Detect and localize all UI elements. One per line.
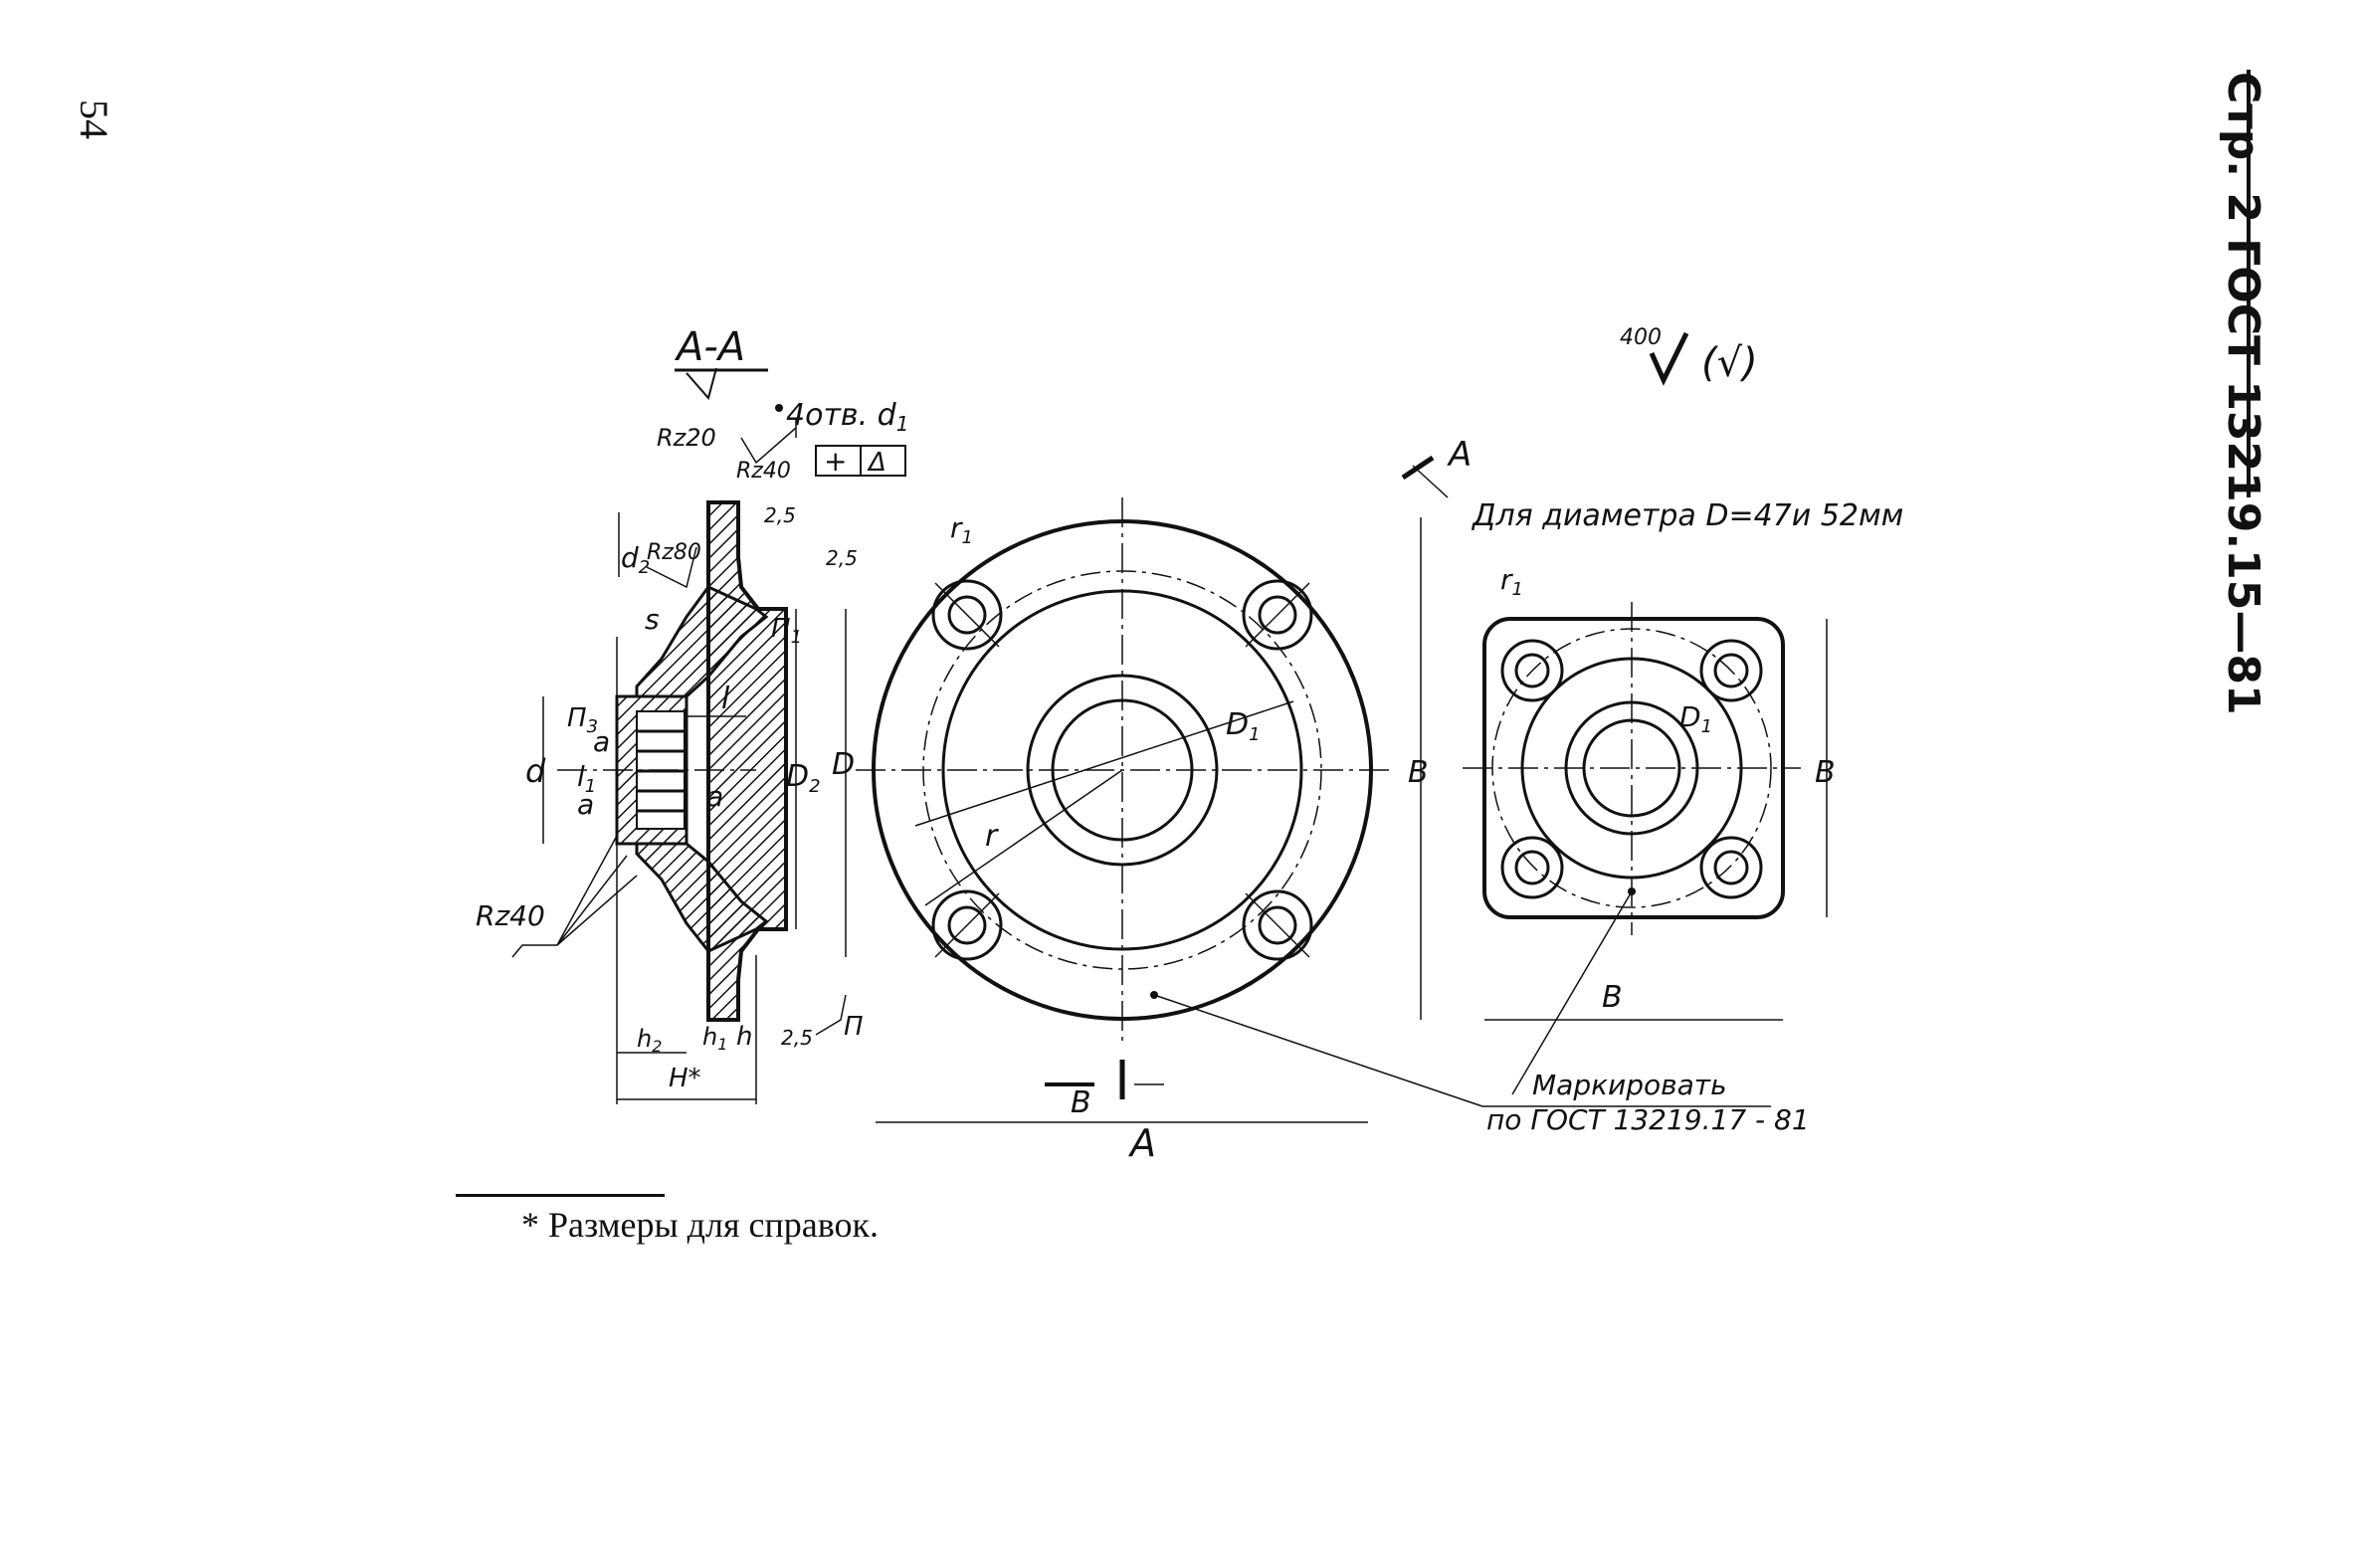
dim-h: h	[736, 1022, 752, 1052]
surface-finish-check-icon	[1649, 331, 1689, 386]
header-rule	[2247, 70, 2251, 497]
tol-frame-delta: Δ	[867, 448, 886, 478]
section-mark-A: А	[1447, 435, 1472, 475]
round-r1: r1	[950, 511, 973, 548]
holes-note-dot	[775, 404, 783, 412]
dim-D: D	[832, 747, 855, 782]
marking-note-line2: по ГОСТ 13219.17 - 81	[1486, 1103, 1810, 1136]
holes-note: 4отв. d1	[786, 398, 908, 436]
dim-l1: l1	[577, 760, 596, 797]
dim-a-bottom: a	[577, 788, 594, 821]
roughness-val-top: 2,5	[764, 503, 796, 527]
dim-P1: П1	[771, 614, 802, 648]
dim-H: H*	[669, 1064, 701, 1093]
roughness-rz20: Rz20	[657, 424, 716, 452]
dim-l: l	[721, 682, 730, 716]
dim-D2: D2	[786, 759, 821, 797]
round-B-vertical: B	[1408, 755, 1429, 790]
section-title: А-А	[674, 324, 745, 370]
dim-d2: d2	[621, 541, 650, 578]
round-A: A	[1127, 1121, 1156, 1165]
footnote: * Размеры для справок.	[521, 1205, 879, 1245]
roughness-val-right: 2,5	[826, 546, 858, 570]
dim-d: d	[525, 752, 546, 790]
dim-h1: h1	[702, 1023, 727, 1054]
round-view: r1 D1 r B B A А	[856, 435, 1771, 1165]
dim-P3: П3	[567, 703, 598, 737]
round-r: r	[985, 819, 999, 854]
square-r1: r1	[1500, 563, 1523, 600]
roughness-rz40-top: Rz40	[736, 459, 791, 484]
marking-note-line1: Маркировать	[1532, 1069, 1727, 1101]
roughness-rz80: Rz80	[647, 540, 701, 565]
square-B-vertical: B	[1815, 755, 1836, 790]
roughness-val-bottom: 2,5	[781, 1026, 813, 1050]
dim-a-right: a	[706, 780, 723, 813]
footnote-rule	[456, 1194, 665, 1197]
surface-finish-symbol: (√)	[1701, 340, 1758, 386]
section-view: А-А	[476, 324, 908, 1104]
dim-h2: h2	[637, 1025, 662, 1056]
diameter-note: Для диаметра D=47и 52мм	[1471, 498, 1903, 533]
square-view: r1 D1 B B	[1463, 563, 1836, 1095]
tol-frame-plus: +	[824, 445, 847, 478]
surface-finish-value: 400	[1620, 325, 1662, 350]
square-B-horizontal: B	[1602, 980, 1623, 1015]
roughness-rz40-bottom: Rz40	[476, 899, 545, 932]
dim-s: s	[645, 603, 660, 636]
round-B-horizontal: B	[1071, 1085, 1091, 1120]
dim-P: П	[844, 1012, 864, 1042]
round-D1: D1	[1226, 707, 1261, 745]
dim-a-top: a	[593, 725, 610, 758]
notes: 400 (√) Для диаметра D=47и 52мм Маркиров…	[1471, 325, 1903, 1136]
square-D1: D1	[1679, 700, 1712, 737]
